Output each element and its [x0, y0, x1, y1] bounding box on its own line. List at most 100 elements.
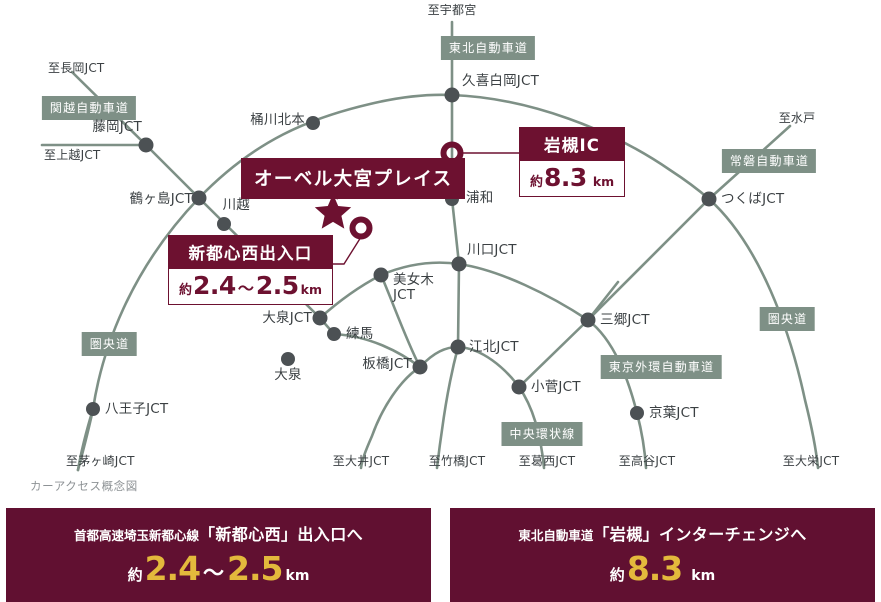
- road-c2-northwest: [332, 332, 422, 369]
- distance-prefix: 約: [530, 175, 544, 190]
- dot-kohoku-jct: [450, 339, 466, 355]
- distance-box-shintoshin-nishi: 新都心西出入口 約 2.4 〜 2.5 km: [168, 235, 333, 305]
- banner-right-title: 東北自動車道「岩槻」インターチェンジへ: [518, 521, 806, 545]
- label-urawa: 浦和: [466, 190, 494, 206]
- distance-banners: 首都高速埼玉新都心線「新都心西」出入口へ 約 2.4 〜 2.5 km 東北自動…: [0, 508, 881, 602]
- banner-unit: km: [285, 567, 310, 584]
- banner-left-title-small: 首都高速埼玉新都心線: [73, 527, 199, 543]
- distance-box-shintoshin-body: 約 2.4 〜 2.5 km: [169, 269, 332, 304]
- label-kosuge-jct: 小菅JCT: [531, 379, 581, 395]
- road-shuto-ikebukuro: [379, 273, 422, 369]
- dot-fujioka-jct: [138, 137, 154, 153]
- road-misato-north: [586, 280, 620, 322]
- dot-kawagoe: [217, 217, 231, 231]
- banner-value-to: 2.5: [227, 548, 283, 588]
- junction-dots: [86, 87, 717, 420]
- label-okegawa-kitamoto: 桶川北本: [250, 112, 305, 128]
- banner-shintoshin-nishi: 首都高速埼玉新都心線「新都心西」出入口へ 約 2.4 〜 2.5 km: [6, 508, 431, 602]
- distance-box-iwatsuki-body: 約 8.3 km: [520, 161, 624, 196]
- banner-iwatsuki-ic: 東北自動車道「岩槻」インターチェンジへ 約 8.3 km: [450, 508, 875, 602]
- label-to-nagaoka-jct: 至長岡JCT: [48, 61, 105, 75]
- road-chip-tohoku: 東北自動車道: [440, 36, 536, 60]
- label-to-daiei-jct: 至大栄JCT: [782, 454, 840, 468]
- road-chuo-kanjo-west: [359, 365, 422, 470]
- dot-kosuge-jct: [511, 379, 527, 395]
- dot-itabashi-jct: [412, 359, 428, 375]
- label-to-oi-jct: 至大井JCT: [332, 454, 390, 468]
- dot-hachioji-jct: [86, 402, 100, 416]
- label-keiyo-jct: 京葉JCT: [649, 405, 699, 421]
- dot-bijogi-jct: [373, 267, 389, 283]
- label-oizumi-jct: 大泉JCT: [262, 310, 312, 326]
- label-kuki-shiraoka-jct: 久喜白岡JCT: [462, 73, 540, 89]
- banner-left-title: 首都高速埼玉新都心線「新都心西」出入口へ: [74, 521, 363, 545]
- distance-box-iwatsuki-ic: 岩槻IC 約 8.3 km: [519, 127, 626, 197]
- banner-tilde: 〜: [203, 560, 225, 585]
- road-tohoku: [450, 20, 461, 266]
- label-oizumi: 大泉: [274, 367, 302, 383]
- label-to-kasai-jct: 至葛西JCT: [518, 454, 576, 468]
- road-chip-kenodo-west: 圏央道: [81, 332, 137, 356]
- banner-value-from: 2.4: [144, 548, 201, 588]
- map-caption: カーアクセス概念図: [30, 479, 138, 493]
- label-itabashi-jct: 板橋JCT: [362, 356, 412, 372]
- banner-value-from: 8.3: [626, 548, 683, 588]
- dot-kawaguchi-jct: [451, 256, 467, 272]
- distance-unit: km: [592, 174, 615, 189]
- label-kawagoe: 川越: [222, 197, 250, 213]
- road-chip-kenodo-east: 圏央道: [759, 307, 815, 331]
- dot-tsukuba-jct: [701, 191, 717, 207]
- road-network-svg: [40, 20, 820, 472]
- road-chip-chuo-kanjo: 中央環状線: [501, 422, 583, 446]
- property-name-callout: オーベル大宮プレイス: [241, 158, 466, 199]
- dot-okegawa-kitamoto: [306, 116, 320, 130]
- distance-box-iwatsuki-head: 岩槻IC: [520, 128, 625, 161]
- distance-value-from: 8.3: [544, 163, 587, 192]
- banner-left-title-large: 「新都心西」出入口へ: [199, 524, 364, 544]
- marker-shintoshin-nishi-ic: [349, 216, 373, 240]
- label-to-chigasaki-jct: 至茅ヶ崎JCT: [66, 454, 135, 468]
- label-nerima: 練馬: [346, 326, 374, 342]
- banner-right-distance: 約 8.3 km: [610, 549, 715, 588]
- dot-nerima: [327, 327, 341, 341]
- distance-value-from: 2.4: [193, 271, 236, 300]
- property-star-icon: [314, 194, 352, 229]
- label-bijogi-jct: 美女木 JCT: [393, 272, 435, 304]
- banner-left-distance: 約 2.4 〜 2.5 km: [128, 549, 310, 588]
- label-to-mito: 至水戸: [778, 111, 816, 125]
- dot-misato-jct: [580, 312, 596, 328]
- label-to-takaya-jct: 至高谷JCT: [618, 454, 676, 468]
- road-chip-kanetsu: 関越自動車道: [41, 96, 137, 120]
- banner-right-title-large: 「岩槻」インターチェンジへ: [593, 524, 807, 544]
- banner-prefix: 約: [127, 565, 143, 584]
- label-hachioji-jct: 八王子JCT: [105, 401, 169, 417]
- dot-oizumi: [281, 352, 295, 366]
- dot-kuki-shiraoka-jct: [444, 87, 460, 103]
- banner-right-title-small: 東北自動車道: [518, 527, 594, 543]
- label-to-takebashi-jct: 至竹橋JCT: [428, 454, 486, 468]
- distance-unit: km: [300, 282, 322, 297]
- label-to-utsunomiya: 至宇都宮: [427, 3, 477, 17]
- label-fujioka-jct: 藤岡JCT: [92, 119, 142, 135]
- distance-tilde: 〜: [237, 279, 254, 298]
- label-kohoku-jct: 江北JCT: [469, 339, 519, 355]
- road-shuto-takebashi: [435, 345, 460, 470]
- label-to-joetsu-jct: 至上越JCT: [44, 148, 101, 162]
- car-access-map: 関越自動車道 東北自動車道 常磐自動車道 圏央道 圏央道 東京外環自動車道 中央…: [30, 3, 840, 493]
- distance-box-shintoshin-head: 新都心西出入口: [169, 236, 332, 269]
- road-kosuge-misato: [517, 318, 590, 389]
- banner-unit: km: [691, 567, 716, 584]
- label-kawaguchi-jct: 川口JCT: [467, 242, 517, 258]
- distance-value-to: 2.5: [255, 271, 299, 300]
- distance-prefix: 約: [179, 283, 193, 298]
- dot-keiyo-jct: [630, 406, 644, 420]
- label-tsurugashima-jct: 鶴ヶ島JCT: [129, 191, 193, 207]
- label-misato-jct: 三郷JCT: [600, 312, 650, 328]
- dot-oizumi-jct: [312, 310, 328, 326]
- road-chip-gaikan: 東京外環自動車道: [600, 355, 722, 379]
- dot-tsurugashima-jct: [191, 190, 207, 206]
- road-chip-joban: 常磐自動車道: [721, 149, 817, 173]
- road-shuto-kawaguchi: [456, 262, 461, 349]
- banner-prefix: 約: [609, 565, 625, 584]
- label-tsukuba-jct: つくばJCT: [721, 191, 785, 207]
